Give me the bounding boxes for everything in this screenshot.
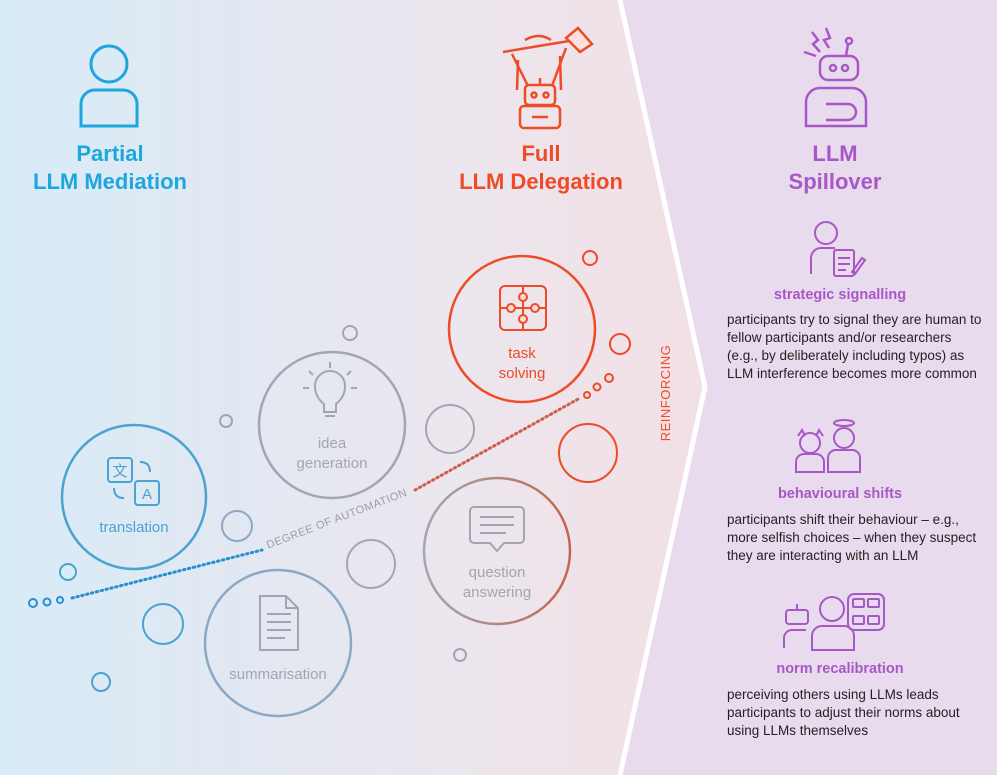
heading-spillover: LLM Spillover [760, 140, 910, 196]
dot-small [56, 596, 64, 604]
decor-circle [221, 510, 253, 542]
heading-line: LLM [812, 141, 858, 166]
decor-circle [59, 563, 77, 581]
task-label: summarisation [229, 666, 327, 683]
task-label: question [469, 564, 526, 581]
task-label: solving [499, 365, 546, 382]
category-title: norm recalibration [776, 661, 904, 677]
speech-bubble-icon [469, 506, 525, 553]
decor-circle [558, 423, 618, 483]
puzzle-icon [499, 285, 547, 331]
dot-small [592, 382, 602, 392]
task-ring [257, 350, 407, 500]
translate-icon: 文 A [107, 457, 160, 506]
task-idea-generation: idea generation [257, 350, 407, 500]
reinforcing-label: REINFORCING [658, 345, 673, 442]
task-summarisation: summarisation [203, 568, 353, 718]
decor-circle [342, 325, 358, 341]
decor-circle [582, 250, 598, 266]
dot-small [583, 391, 591, 399]
decor-circle [219, 414, 233, 428]
svg-text:文: 文 [112, 462, 127, 480]
heading-line: Full [521, 141, 561, 166]
robot-head-person-icon [803, 27, 868, 128]
people-robots-icon [783, 593, 885, 651]
spillover-panel [620, 0, 997, 775]
dot-small [28, 598, 38, 608]
chevron-divider [617, 0, 708, 775]
decor-circle [346, 539, 396, 589]
decor-circle [453, 648, 467, 662]
task-question-answering: question answering [422, 476, 572, 626]
task-translation: 文 A translation [60, 423, 208, 571]
task-ring [203, 568, 353, 718]
heading-line: LLM Mediation [33, 169, 187, 194]
task-ring [60, 423, 208, 571]
dotted-segment [413, 396, 582, 492]
document-icon [259, 595, 299, 651]
decor-circle [425, 404, 475, 454]
puppet-robot-icon [502, 26, 594, 130]
heading-line: Spillover [788, 169, 882, 194]
heading-line: Partial [76, 141, 144, 166]
category-description: participants try to signal they are huma… [727, 312, 982, 381]
devil-angel-icon [795, 419, 861, 473]
person-icon [79, 44, 139, 128]
task-label: generation [297, 455, 368, 472]
heading-partial-mediation: Partial LLM Mediation [10, 140, 210, 196]
category-description: participants shift their behaviour – e.g… [727, 512, 977, 563]
task-label: answering [463, 584, 531, 601]
person-writing-icon [810, 221, 867, 277]
task-task-solving: task solving [447, 254, 597, 404]
lightbulb-icon [303, 362, 357, 417]
heading-line: LLM Delegation [459, 169, 623, 194]
task-label: idea [318, 435, 347, 452]
dot-small [604, 373, 614, 383]
category-title: behavioural shifts [777, 486, 903, 502]
dotted-segment [70, 548, 264, 600]
decor-circle [609, 333, 631, 355]
decor-circles [59, 250, 631, 692]
category-description: perceiving others using LLMs leads parti… [727, 687, 960, 738]
decor-circle [91, 672, 111, 692]
category-title: strategic signalling [773, 287, 907, 303]
heading-full-delegation: Full LLM Delegation [436, 140, 646, 196]
decor-circle [142, 603, 184, 645]
task-ring [447, 254, 597, 404]
svg-text:A: A [142, 486, 152, 503]
task-label: translation [99, 519, 168, 536]
dot-small [42, 597, 52, 607]
task-label: task [508, 345, 536, 362]
task-ring [422, 476, 572, 626]
